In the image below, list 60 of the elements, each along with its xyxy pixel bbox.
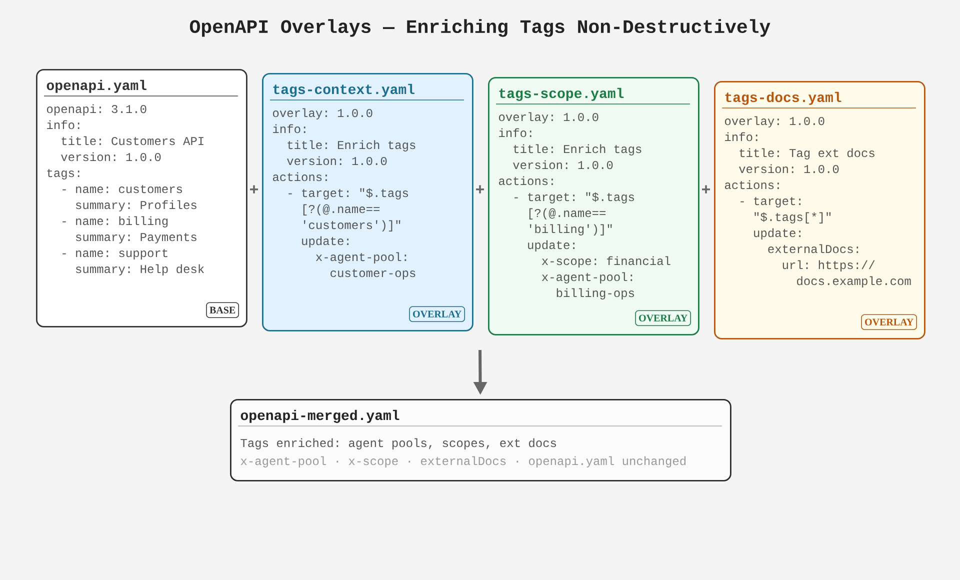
file-name: tags-docs.yaml [725, 92, 842, 105]
code-line: info: [499, 128, 532, 138]
code-line: version: 1.0.0 [513, 160, 613, 170]
badge: OVERLAY [861, 314, 917, 330]
code-line: summary: Payments [76, 233, 196, 244]
badge: BASE [206, 302, 240, 318]
file-name: tags-scope.yaml [499, 88, 624, 101]
code-line: externalDocs: [768, 244, 858, 254]
code-line: version: 1.0.0 [61, 152, 161, 162]
code-line: 'billing')]" [530, 224, 612, 236]
plus-sign: + [250, 185, 258, 194]
code-line: x-agent-pool: [542, 272, 632, 284]
summary-text: x-agent-pool · x-scope · externalDocs · openapi.yaml unchanged [240, 456, 686, 468]
code-line: - target: "$.tags [514, 192, 634, 204]
code-line: x-scope: financial [542, 256, 670, 268]
code-line: info: [47, 120, 80, 130]
code-line: title: Enrich tags [514, 144, 642, 156]
code-line: url: https:// [782, 260, 875, 272]
file-name: openapi.yaml [46, 80, 146, 93]
plus-sign: + [476, 185, 484, 194]
code-line: [?(@.name== [303, 204, 380, 216]
code-line: summary: Help desk [76, 264, 204, 276]
code-line: info: [273, 124, 306, 134]
file-name: openapi-merged.yaml [240, 410, 400, 423]
code-line: title: Customers API [62, 136, 204, 146]
code-line: - target: [740, 197, 800, 208]
code-line: update: [528, 240, 574, 252]
code-line: openapi: 3.1.0 [46, 104, 146, 116]
code-line: actions: [498, 176, 553, 186]
code-line: "$.tags[*]" [754, 212, 831, 224]
code-line: summary: Profiles [76, 200, 196, 212]
code-line: overlay: 1.0.0 [724, 116, 824, 128]
code-line: update: [302, 236, 348, 248]
code-line: overlay: 1.0.0 [272, 108, 372, 120]
code-line: title: Enrich tags [288, 140, 416, 152]
plus-sign: + [702, 185, 710, 194]
code-line: - target: "$.tags [288, 188, 408, 200]
file-name: tags-context.yaml [273, 84, 414, 97]
code-line: x-agent-pool: [316, 252, 406, 264]
badge: OVERLAY [409, 306, 465, 322]
code-line: 'customers')]" [304, 220, 400, 232]
code-line: - name: support [62, 249, 168, 260]
code-line: billing-ops [556, 288, 634, 300]
code-line: version: 1.0.0 [287, 156, 387, 166]
code-line: - name: customers [62, 185, 182, 194]
code-line: [?(@.name== [529, 208, 606, 220]
code-line: - name: billing [62, 216, 168, 228]
title: OpenAPI Overlays — Enriching Tags Non-Destructively [190, 19, 770, 37]
code-line: title: Tag ext docs [740, 148, 874, 160]
code-line: actions: [272, 172, 327, 182]
code-line: overlay: 1.0.0 [498, 112, 598, 124]
code-line: docs.example.com [797, 276, 911, 288]
code-line: customer-ops [330, 269, 416, 280]
code-line: update: [754, 228, 800, 240]
code-line: actions: [724, 180, 779, 190]
badge: OVERLAY [635, 310, 691, 326]
code-line: version: 1.0.0 [739, 164, 839, 174]
summary-text: Tags enriched: agent pools, scopes, ext docs [240, 438, 556, 450]
code-line: info: [725, 132, 758, 142]
code-line: tags: [47, 169, 80, 180]
